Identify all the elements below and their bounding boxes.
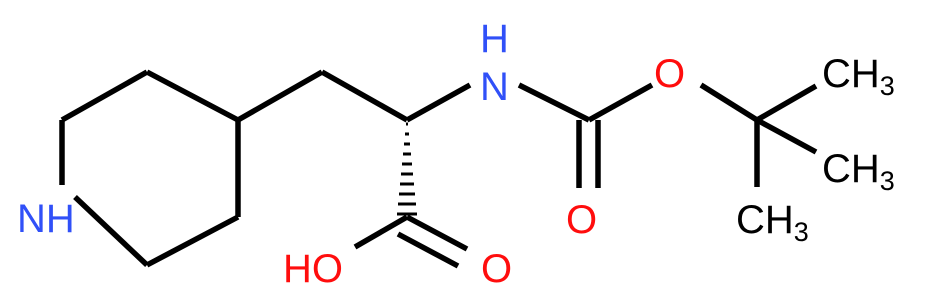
- ester-o-label: O: [654, 52, 685, 96]
- bond-o-to-tbu: [699, 82, 759, 123]
- carbonyl-o-label: O: [566, 198, 597, 242]
- methyl-3-label: CH3: [736, 198, 809, 247]
- bond-ch2-to-calpha: [320, 69, 409, 123]
- bond-calpha-to-n: [405, 82, 472, 123]
- atom-labels: NH H N O O HO O CH3 CH3 CH3: [17, 17, 895, 291]
- bond-tbu-up: [755, 83, 818, 123]
- bond-acid-c-to-oh: [353, 214, 409, 250]
- amide-n-label: N: [480, 65, 509, 109]
- bond-ring-5: [60, 69, 149, 123]
- methyl-2-label: CH3: [822, 147, 895, 196]
- bond-carbonyl-c-to-o: [587, 82, 654, 123]
- ring-nh-label: NH: [17, 197, 75, 241]
- amide-h-label: H: [480, 17, 509, 61]
- bond-ring-to-ch2: [236, 69, 324, 123]
- stereo-hash-bond: [397, 122, 417, 216]
- bond-acid-double-a: [405, 214, 469, 252]
- bond-ring-1: [73, 195, 149, 267]
- bond-acid-double-b: [396, 231, 460, 269]
- bond-ring-2: [145, 214, 240, 268]
- bonds: [59, 69, 818, 269]
- methyl-1-label: CH3: [822, 52, 895, 101]
- acid-o-label: O: [481, 247, 512, 291]
- hydroxyl-label: HO: [283, 247, 343, 291]
- bond-n-to-carbonyl-c: [517, 82, 591, 123]
- bond-ring-4: [145, 69, 240, 123]
- bond-tbu-right: [755, 117, 818, 155]
